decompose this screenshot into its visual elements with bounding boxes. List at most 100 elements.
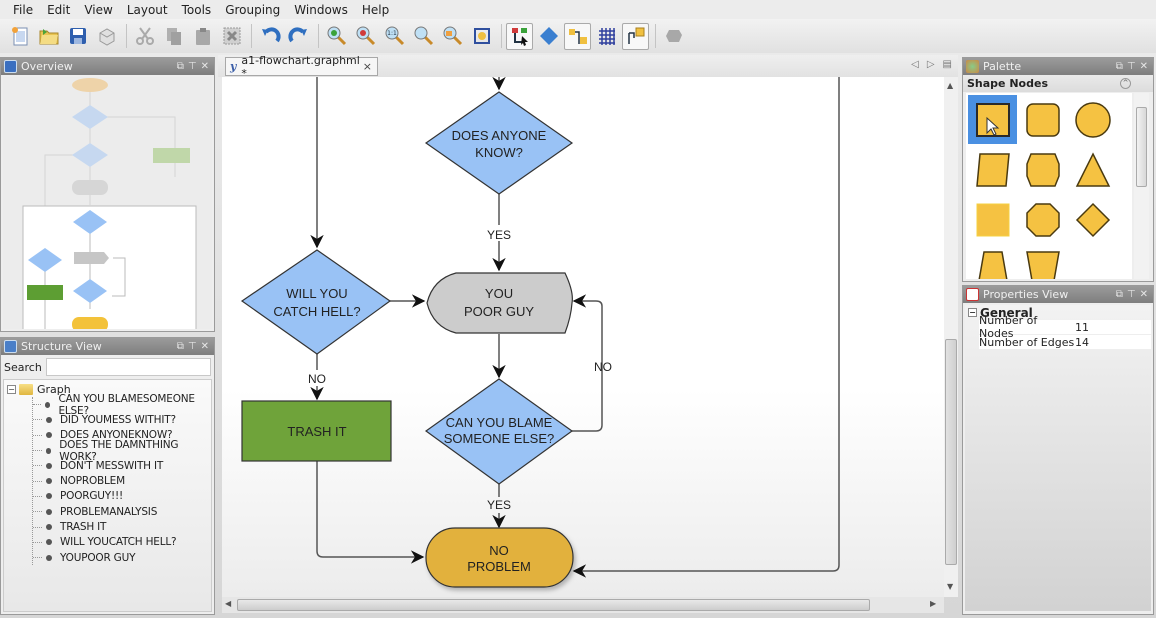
paste-button[interactable] bbox=[189, 23, 216, 50]
structure-search-input[interactable] bbox=[45, 358, 211, 376]
close-icon[interactable]: ✕ bbox=[200, 341, 209, 352]
edge-no-blame-to-poor-guy[interactable] bbox=[572, 294, 603, 432]
navigate-button[interactable] bbox=[535, 23, 562, 50]
node-you-poor-guy[interactable]: YOU POOR GUY bbox=[426, 272, 573, 334]
new-document-button[interactable] bbox=[6, 23, 33, 50]
collapse-section-icon[interactable]: ^ bbox=[1120, 78, 1131, 89]
close-icon[interactable]: ✕ bbox=[1139, 61, 1148, 72]
zoom-selection-button[interactable] bbox=[439, 23, 466, 50]
palette-shape-rectangle[interactable] bbox=[968, 95, 1017, 144]
tree-root[interactable]: − Graph bbox=[7, 382, 211, 397]
tree-item[interactable]: WILL YOUCATCH HELL? bbox=[33, 535, 211, 550]
save-button[interactable] bbox=[64, 23, 91, 50]
palette-shape-trapezoid-inverted[interactable] bbox=[1018, 245, 1067, 279]
edge-right-to-no-problem[interactable] bbox=[572, 77, 840, 578]
node-will-you-catch-hell[interactable]: WILL YOU CATCH HELL? bbox=[240, 249, 392, 355]
grid-button[interactable] bbox=[593, 23, 620, 50]
pin-icon[interactable]: ⊤ bbox=[1126, 61, 1136, 72]
vertical-scroll-thumb[interactable] bbox=[945, 339, 957, 565]
menu-edit[interactable]: Edit bbox=[47, 2, 71, 17]
edit-mode-button[interactable] bbox=[506, 22, 533, 50]
close-icon[interactable]: ✕ bbox=[1139, 289, 1148, 300]
node-does-anyone-know[interactable]: DOES ANYONE KNOW? bbox=[424, 91, 574, 195]
menu-tools[interactable]: Tools bbox=[181, 2, 212, 17]
tab-scroll-right-icon[interactable]: ▷ bbox=[926, 59, 935, 70]
tree-item[interactable]: YOUPOOR GUY bbox=[33, 550, 211, 565]
property-group-general[interactable]: − General bbox=[965, 305, 1151, 320]
node-can-you-blame-someone-else[interactable]: CAN YOU BLAME SOMEONE ELSE? bbox=[424, 378, 574, 485]
overview-canvas[interactable] bbox=[3, 77, 212, 329]
node-trash-it[interactable]: TRASH IT bbox=[241, 400, 392, 462]
scroll-left-icon[interactable]: ◀ bbox=[225, 599, 232, 608]
graph-canvas[interactable]: YES NO NO YES DOES ANYONE KNOW? WILL YOU… bbox=[222, 77, 944, 597]
palette-scroll-thumb[interactable] bbox=[1136, 107, 1147, 187]
printer-icon bbox=[99, 28, 114, 46]
pin-icon[interactable]: ⊤ bbox=[1126, 289, 1136, 300]
zoom-in-button[interactable] bbox=[323, 23, 350, 50]
palette-shape-rounded-rectangle[interactable] bbox=[1018, 95, 1067, 144]
palette-shape-parallelogram[interactable] bbox=[968, 145, 1017, 194]
collapse-icon[interactable]: − bbox=[968, 308, 977, 317]
float-icon[interactable]: ⧉ bbox=[1115, 289, 1123, 300]
zoom-fit-button[interactable] bbox=[410, 23, 437, 50]
tree-item[interactable]: POORGUY!!! bbox=[33, 489, 211, 504]
tree-item[interactable]: DOES ANYONEKNOW? bbox=[33, 428, 211, 443]
tree-item[interactable]: DOES THE DAMNTHING WORK? bbox=[33, 439, 211, 463]
palette-shape-ellipse[interactable] bbox=[1068, 95, 1117, 144]
float-icon[interactable]: ⧉ bbox=[176, 341, 184, 352]
menu-view[interactable]: View bbox=[84, 2, 113, 17]
palette-shape-octagon[interactable] bbox=[1018, 195, 1067, 244]
menu-help[interactable]: Help bbox=[361, 2, 390, 17]
scroll-down-icon[interactable]: ▼ bbox=[947, 582, 954, 591]
print-button[interactable] bbox=[93, 23, 120, 50]
float-icon[interactable]: ⧉ bbox=[176, 61, 184, 72]
palette-shape-hexagon[interactable] bbox=[1018, 145, 1067, 194]
palette-shape-diamond[interactable] bbox=[1068, 195, 1117, 244]
tab-scroll-left-icon[interactable]: ◁ bbox=[911, 59, 919, 70]
menu-layout[interactable]: Layout bbox=[126, 2, 168, 17]
tree-item[interactable]: PROBLEMANALYSIS bbox=[33, 504, 211, 519]
edge-trash-to-no-problem[interactable] bbox=[316, 461, 425, 564]
scroll-right-icon[interactable]: ▶ bbox=[930, 599, 937, 608]
overview-viewport[interactable] bbox=[22, 205, 197, 329]
document-tab[interactable]: y a1-flowchart.graphml * × bbox=[225, 54, 378, 80]
delete-button[interactable] bbox=[218, 23, 245, 50]
pin-icon[interactable]: ⊤ bbox=[187, 341, 197, 352]
open-button[interactable] bbox=[35, 23, 62, 50]
menu-grouping[interactable]: Grouping bbox=[225, 2, 281, 17]
float-icon[interactable]: ⧉ bbox=[1115, 61, 1123, 72]
tree-item[interactable]: NOPROBLEM bbox=[33, 473, 211, 488]
copy-button[interactable] bbox=[160, 23, 187, 50]
plugin-button[interactable] bbox=[660, 23, 687, 50]
tree-item[interactable]: CAN YOU BLAMESOMEONE ELSE? bbox=[33, 393, 211, 417]
palette-shape-triangle[interactable] bbox=[1068, 145, 1117, 194]
palette-section-header[interactable]: Shape Nodes ^ bbox=[963, 75, 1153, 92]
orthogonal-edges-button[interactable] bbox=[564, 22, 591, 50]
palette-scrollbar[interactable] bbox=[1134, 93, 1149, 279]
node-no-problem[interactable]: NO PROBLEM bbox=[425, 527, 574, 588]
undo-button[interactable] bbox=[256, 23, 283, 50]
redo-button[interactable] bbox=[285, 23, 312, 50]
snap-lines-button[interactable] bbox=[622, 22, 649, 50]
rectangle-flat-shape-icon bbox=[976, 203, 1009, 236]
tree-item[interactable]: DON'T MESSWITH IT bbox=[33, 458, 211, 473]
vertical-scrollbar[interactable]: ▲ ▼ bbox=[944, 77, 958, 597]
fit-content-button[interactable] bbox=[468, 23, 495, 50]
tree-item[interactable]: DID YOUMESS WITHIT? bbox=[33, 412, 211, 427]
collapse-icon[interactable]: − bbox=[7, 385, 16, 394]
palette-shape-trapezoid[interactable] bbox=[968, 245, 1017, 279]
cut-button[interactable] bbox=[131, 23, 158, 50]
close-icon[interactable]: ✕ bbox=[200, 61, 209, 72]
zoom-actual-size-button[interactable]: 1:1 bbox=[381, 23, 408, 50]
palette-shape-rectangle-flat[interactable] bbox=[968, 195, 1017, 244]
tree-item[interactable]: TRASH IT bbox=[33, 519, 211, 534]
pin-icon[interactable]: ⊤ bbox=[187, 61, 197, 72]
horizontal-scroll-thumb[interactable] bbox=[237, 599, 870, 611]
menu-file[interactable]: File bbox=[13, 2, 34, 17]
horizontal-scrollbar[interactable]: ◀ ▶ bbox=[222, 597, 944, 613]
close-tab-icon[interactable]: × bbox=[362, 60, 372, 73]
menu-windows[interactable]: Windows bbox=[294, 2, 348, 17]
zoom-out-button[interactable] bbox=[352, 23, 379, 50]
scroll-up-icon[interactable]: ▲ bbox=[947, 81, 954, 90]
tab-list-icon[interactable]: ▤ bbox=[942, 59, 952, 70]
